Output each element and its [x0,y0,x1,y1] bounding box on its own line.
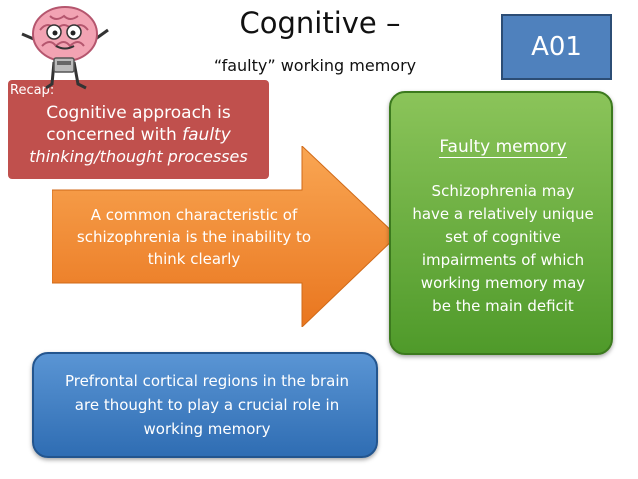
a01-badge: A01 [501,14,612,80]
recap-label: Recap: [10,83,55,98]
recap-line: thinking/thought processes [8,146,269,168]
arrow-line: A common characteristic of [90,206,298,224]
arrow-line: think clearly [147,250,241,268]
recap-line: concerned with faulty [8,124,269,146]
arrow-shape [52,146,397,327]
blue-line: Prefrontal cortical regions in the brain [64,372,350,390]
green-line: working memory may [420,274,586,292]
slide-title: Cognitive – [239,6,401,40]
green-line: set of cognitive [445,228,561,246]
prefrontal-text: Prefrontal cortical regions in the brain… [34,369,380,441]
faulty-memory-box: Faulty memory Schizophrenia may have a r… [389,91,613,355]
green-line: Schizophrenia may [431,182,575,200]
blue-line: are thought to play a crucial role in [74,396,340,414]
brain-mascot-icon [21,6,109,90]
blue-line: working memory [143,420,271,438]
green-line: impairments of which [421,251,585,269]
recap-line: Cognitive approach is [46,103,231,123]
arrow-text: A common characteristic of schizophrenia… [60,204,328,270]
recap-line-italic: thinking/thought processes [29,147,248,166]
faulty-memory-heading: Faulty memory [391,137,615,158]
faulty-memory-heading-text: Faulty memory [439,137,567,158]
arrow-line: schizophrenia is the inability to [76,228,312,246]
slide-subtitle: “faulty” working memory [213,56,417,75]
recap-text: Cognitive approach is concerned with fau… [8,102,269,168]
prefrontal-box: Prefrontal cortical regions in the brain… [32,352,378,458]
green-line: be the main deficit [432,297,574,315]
recap-line-italic: faulty [182,125,231,145]
faulty-memory-text: Schizophrenia may have a relatively uniq… [391,180,615,318]
recap-box: Recap: Cognitive approach is concerned w… [8,80,269,179]
green-line: have a relatively unique [412,205,594,223]
recap-line-prefix: concerned with [46,125,183,145]
